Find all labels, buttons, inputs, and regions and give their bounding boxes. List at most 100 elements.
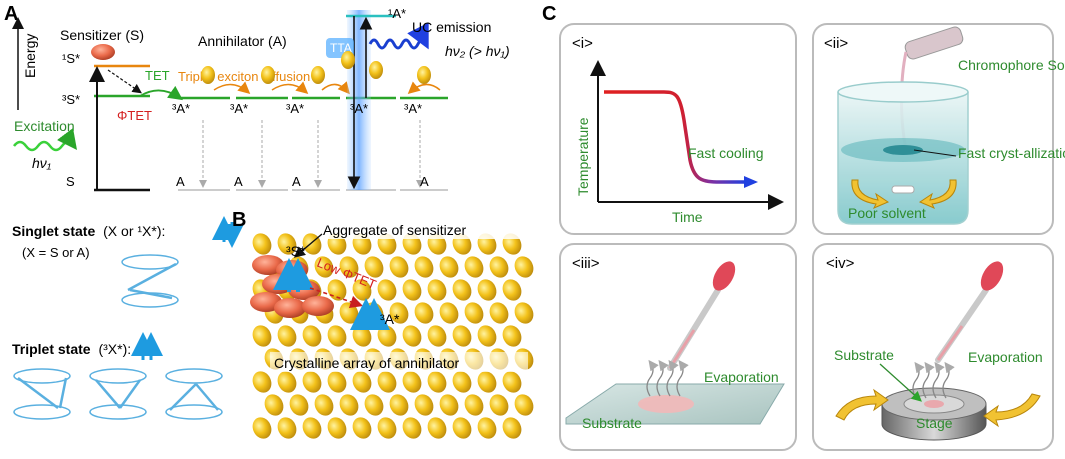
rotation-arrows (835, 388, 1041, 428)
isc-arrow (107, 69, 142, 94)
annihilator-crystal-molecule (377, 279, 397, 301)
evaporation-arrows (646, 359, 689, 397)
annihilator-crystal-molecule (427, 325, 447, 347)
pipette (667, 261, 736, 371)
sensitizer-molecule (91, 44, 115, 60)
panel-a-letter: A (4, 3, 18, 25)
triplet-title-bold: Triplet state (12, 341, 91, 357)
a3-label: ³A* (350, 101, 368, 116)
evaporation-label: Evaporation (968, 349, 1043, 365)
annihilator-crystal-molecule (352, 325, 372, 347)
triplet-title-rest: (³X*): (98, 341, 131, 357)
singlet-spin-icon (212, 216, 244, 248)
annihilator-column: ³A* A (230, 66, 288, 191)
annihilator-crystal-molecule (377, 325, 397, 347)
diffusion-arrow (213, 81, 251, 94)
annihilator-crystal-molecule (439, 394, 459, 416)
annihilator-crystal-molecule (402, 279, 422, 301)
crystallization-pointer (913, 149, 957, 157)
annihilator-crystal-molecule (427, 279, 447, 301)
a1-label: ¹A* (388, 6, 406, 21)
s3-label: ³S* (62, 92, 80, 107)
singlet-title: Singlet state (X or ¹X*): (12, 223, 165, 239)
annihilator-crystal-molecule (502, 417, 522, 439)
panel-a: A Energy Sensitizer (S) ¹S* ³S* S Excita… (4, 3, 510, 420)
annihilator-crystal-molecule (302, 325, 322, 347)
annihilator-crystal-molecule (389, 394, 409, 416)
annihilator-crystal-molecule (364, 394, 384, 416)
excitation-freq-label: hν₁ (32, 155, 52, 171)
annihilator-column: ³A* A (286, 66, 340, 191)
droplet-spot (638, 395, 694, 413)
annihilator-crystal-molecule (414, 256, 434, 278)
annihilator-crystal-molecule (427, 371, 447, 393)
annihilator-molecule (311, 66, 325, 84)
annihilator-crystal-molecule (252, 233, 272, 255)
subpanel-tag: <iii> (572, 255, 600, 272)
subpanel-tag: <iv> (826, 255, 855, 272)
panel-c-letter: C (542, 3, 556, 25)
substrate-label: Substrate (834, 347, 894, 363)
annihilator-crystal-molecule (514, 256, 534, 278)
annihilator-crystal-molecule (377, 417, 397, 439)
tet-label: TET (145, 68, 170, 83)
annihilator-crystal-molecule (502, 279, 522, 301)
cooling-arrowhead (744, 176, 758, 188)
annihilator-molecule (369, 61, 383, 79)
time-label: Time (672, 209, 703, 225)
annihilator-crystal-molecule (514, 302, 534, 324)
aggregate-label: Aggregate of sensitizer (323, 222, 467, 238)
stage-label: Stage (916, 415, 953, 431)
singlet-title-rest: (X or ¹X*): (103, 223, 165, 239)
annihilator-crystal-molecule (452, 325, 472, 347)
annihilator-crystal-molecule (339, 256, 359, 278)
a0-label: A (234, 174, 243, 189)
a0-label: A (292, 174, 301, 189)
substrate-label: Substrate (582, 415, 642, 431)
annihilator-crystal-molecule (327, 417, 347, 439)
subpanel-i: <i> Temperature Time Fast cooling (559, 23, 797, 235)
annihilator-crystal-molecule (389, 256, 409, 278)
energy-label: Energy (22, 34, 38, 78)
b-s3-spin-icon (273, 258, 314, 292)
sensitizer-label: Sensitizer (S) (60, 27, 144, 43)
annihilator-molecule (201, 66, 215, 84)
a3-label: ³A* (230, 101, 248, 116)
annihilator-crystal-molecule (339, 394, 359, 416)
annihilator-crystal-molecule (339, 302, 359, 324)
annihilator-crystal-molecule (252, 371, 272, 393)
crystalline-label: Crystalline array of annihilator (274, 355, 460, 371)
singlet-note: (X = S or A) (22, 245, 90, 260)
annihilator-crystal-molecule (277, 233, 297, 255)
beaker (837, 81, 969, 225)
b-s3-label: ³S* (286, 243, 306, 259)
subpanel-tag: <ii> (824, 35, 848, 52)
annihilator-crystal-molecule (327, 371, 347, 393)
triplet-title: Triplet state (³X*): (12, 341, 131, 357)
annihilator-crystal-molecule (427, 417, 447, 439)
solution-label: Chromophore Solution (958, 57, 1065, 73)
annihilator-crystal-molecule (352, 371, 372, 393)
annihilator-column: ³A* A (400, 66, 448, 191)
annihilator-crystal-molecule (252, 417, 272, 439)
crystalline-label-bg (270, 352, 528, 372)
s0-label: S (66, 174, 75, 189)
annihilator-crystal-molecule (302, 417, 322, 439)
a3-label: ³A* (286, 101, 304, 116)
diffusion-arrow (407, 81, 441, 94)
annihilator-crystal-molecule (477, 325, 497, 347)
crystallization-label: Fast cryst-allization (958, 145, 1065, 161)
annihilator-molecule (417, 66, 431, 84)
annihilator-crystal-molecule (414, 302, 434, 324)
subpanel-ii: <ii> Chromophore Solution Fast cryst-all… (812, 23, 1065, 235)
annihilator-crystal-molecule (314, 394, 334, 416)
annihilator-crystal-molecule (514, 394, 534, 416)
diffusion-arrow (321, 81, 350, 95)
annihilator-crystal-molecule (452, 371, 472, 393)
a3-label: ³A* (172, 101, 190, 116)
subpanel-tag: <i> (572, 35, 593, 52)
annihilator-crystal-molecule (327, 325, 347, 347)
stir-arrows (851, 179, 957, 209)
annihilator-crystal-molecule (252, 325, 272, 347)
evaporation-label: Evaporation (704, 369, 779, 385)
